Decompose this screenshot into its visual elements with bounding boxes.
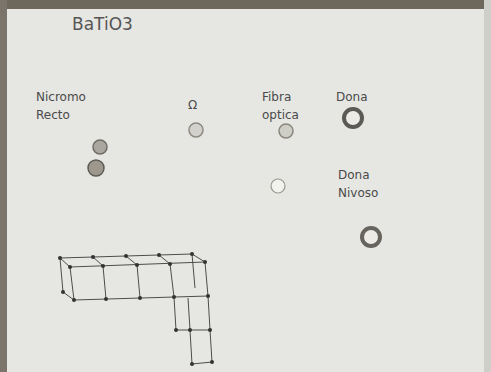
handwritten-label: Nicromo Recto — [36, 88, 106, 124]
sample-disc — [93, 140, 107, 154]
sample-disc — [271, 179, 285, 193]
paper-shadow — [484, 0, 491, 372]
title: BaTiO3 — [72, 12, 133, 38]
lattice-atoms — [58, 252, 214, 366]
lattice-line — [60, 254, 195, 300]
table-edge — [0, 0, 7, 372]
lattice-line — [60, 254, 205, 267]
sample-disc — [88, 160, 104, 176]
sample-ring — [362, 228, 380, 246]
lattice-line — [103, 264, 174, 299]
lattice-line — [70, 262, 208, 300]
handwritten-label: Fibra optica — [262, 88, 322, 124]
sample-discs — [88, 109, 380, 246]
handwritten-label: Dona — [336, 88, 396, 106]
sample-disc — [189, 123, 203, 137]
handwritten-label: Ω — [188, 96, 218, 114]
sample-ring — [344, 109, 362, 127]
sample-disc — [279, 124, 293, 138]
lattice-line — [174, 297, 210, 330]
handwritten-label: Dona Nivoso — [338, 166, 400, 202]
table-edge — [0, 0, 491, 9]
lattice-sketch — [60, 254, 212, 364]
